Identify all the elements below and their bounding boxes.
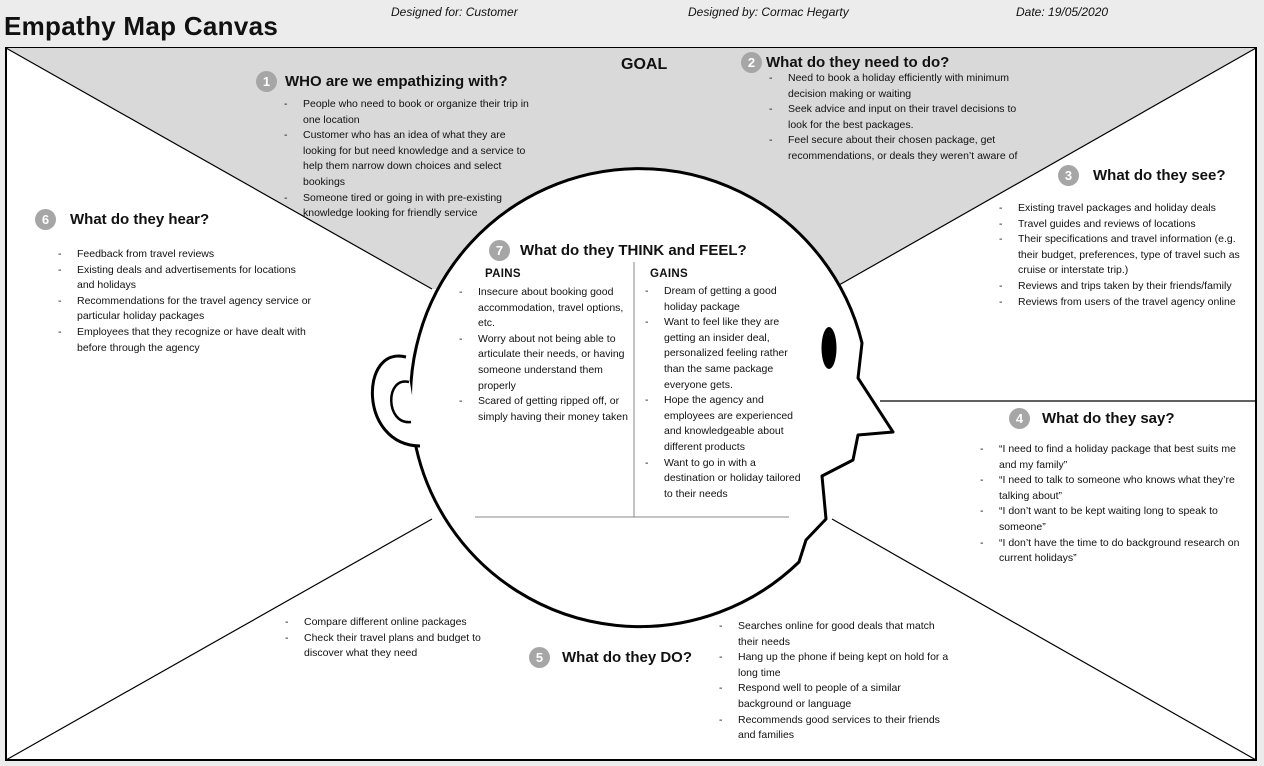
list-item: Seek advice and input on their travel de… [768,102,1030,133]
list-item: “I need to talk to someone who knows wha… [979,473,1249,504]
need-list: Need to book a holiday efficiently with … [768,71,1030,165]
list-item: Check their travel plans and budget to d… [284,631,504,662]
do-list-left: Compare different online packages Check … [284,615,504,662]
date-label: Date: 19/05/2020 [1016,5,1109,19]
need-title: What do they need to do? [766,54,950,71]
list-item: Compare different online packages [284,615,504,631]
list-item: Searches online for good deals that matc… [718,619,954,650]
list-item: “I don’t have the time to do background … [979,536,1249,567]
goal-label: GOAL [621,56,668,73]
say-heading: 4 What do they say? [1009,408,1175,429]
section-number-badge: 6 [35,209,56,230]
designed-by: Designed by: Cormac Hegarty [688,5,849,19]
list-item: Dream of getting a good holiday package [644,284,804,315]
gains-list: Dream of getting a good holiday package … [644,284,804,502]
list-item: Reviews and trips taken by their friends… [998,279,1254,295]
need-heading: 2 What do they need to do? [741,52,949,73]
list-item: Travel guides and reviews of locations [998,217,1254,233]
list-item: Hang up the phone if being kept on hold … [718,650,954,681]
pains-list: Insecure about booking good accommodatio… [458,285,628,425]
eye [821,327,837,369]
do-heading: 5 What do they DO? [529,647,692,668]
list-item: Hope the agency and employees are experi… [644,393,804,455]
list-item: Reviews from users of the travel agency … [998,295,1254,311]
list-item: Feedback from travel reviews [57,247,313,263]
pains-label: PAINS [485,268,521,280]
hear-heading: 6 What do they hear? [35,209,209,230]
list-item: People who need to book or organize thei… [283,97,541,128]
list-item: Customer who has an idea of what they ar… [283,128,541,190]
list-item: Respond well to people of a similar back… [718,681,954,712]
think-heading: 7 What do they THINK and FEEL? [489,240,747,261]
section-number-badge: 4 [1009,408,1030,429]
ear-outer [370,354,421,448]
who-heading: 1 WHO are we empathizing with? [256,71,508,92]
section-number-badge: 7 [489,240,510,261]
list-item: Someone tired or going in with pre-exist… [283,191,541,222]
list-item: Recommends good services to their friend… [718,713,954,744]
list-item: Need to book a holiday efficiently with … [768,71,1030,102]
who-title: WHO are we empathizing with? [285,73,508,90]
think-title: What do they THINK and FEEL? [520,242,747,259]
list-item: Recommendations for the travel agency se… [57,294,313,325]
divider-bottom-left [5,518,433,761]
who-list: People who need to book or organize thei… [283,97,541,222]
page-title: Empathy Map Canvas [4,11,279,41]
list-item: Want to feel like they are getting an in… [644,315,804,393]
list-item: Scared of getting ripped off, or simply … [458,394,628,425]
divider-top-right [831,47,1257,290]
hear-list: Feedback from travel reviews Existing de… [57,247,313,356]
designed-for: Designed for: Customer [391,5,518,19]
list-item: Insecure about booking good accommodatio… [458,285,628,332]
list-item: “I don’t want to be kept waiting long to… [979,504,1249,535]
section-number-badge: 1 [256,71,277,92]
divider-bottom-right [831,518,1257,761]
section-number-badge: 5 [529,647,550,668]
list-item: Want to go in with a destination or holi… [644,456,804,503]
list-item: Their specifications and travel informat… [998,232,1254,279]
list-item: Existing deals and advertisements for lo… [57,263,313,294]
divider-top-left [5,47,433,290]
list-item: Employees that they recognize or have de… [57,325,313,356]
list-item: Worry about not being able to articulate… [458,332,628,394]
ear-inner [390,380,412,424]
list-item: Feel secure about their chosen package, … [768,133,1030,164]
list-item: Existing travel packages and holiday dea… [998,201,1254,217]
list-item: “I need to find a holiday package that b… [979,442,1249,473]
section-number-badge: 2 [741,52,762,73]
say-title: What do they say? [1042,410,1175,427]
see-title: What do they see? [1093,167,1226,184]
section-number-badge: 3 [1058,165,1079,186]
see-list: Existing travel packages and holiday dea… [998,201,1254,310]
hear-title: What do they hear? [70,211,210,228]
gains-label: GAINS [650,268,688,280]
do-title: What do they DO? [562,649,692,666]
see-heading: 3 What do they see? [1058,165,1226,186]
do-list-right: Searches online for good deals that matc… [718,619,954,744]
say-list: “I need to find a holiday package that b… [979,442,1249,567]
